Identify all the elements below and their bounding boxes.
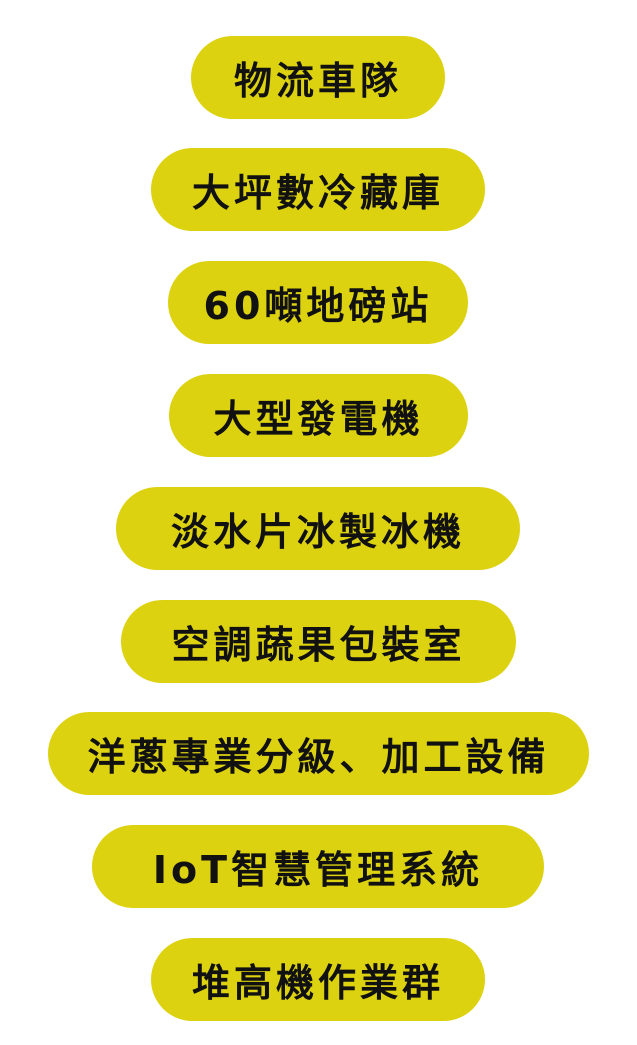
pill-large-generator: 大型發電機 [169,374,468,457]
pill-large-cold-storage: 大坪數冷藏庫 [151,148,485,231]
pill-weighbridge-station: 60噸地磅站 [168,261,468,344]
pill-onion-grading-equipment: 洋蔥專業分級、加工設備 [48,712,589,795]
pill-iot-management-system: IoT智慧管理系統 [92,825,544,908]
pill-flake-ice-machine: 淡水片冰製冰機 [116,487,520,570]
pill-air-conditioned-packing-room: 空調蔬果包裝室 [121,600,516,683]
pill-forklift-group: 堆高機作業群 [151,938,485,1021]
pill-logistics-fleet: 物流車隊 [191,36,445,119]
